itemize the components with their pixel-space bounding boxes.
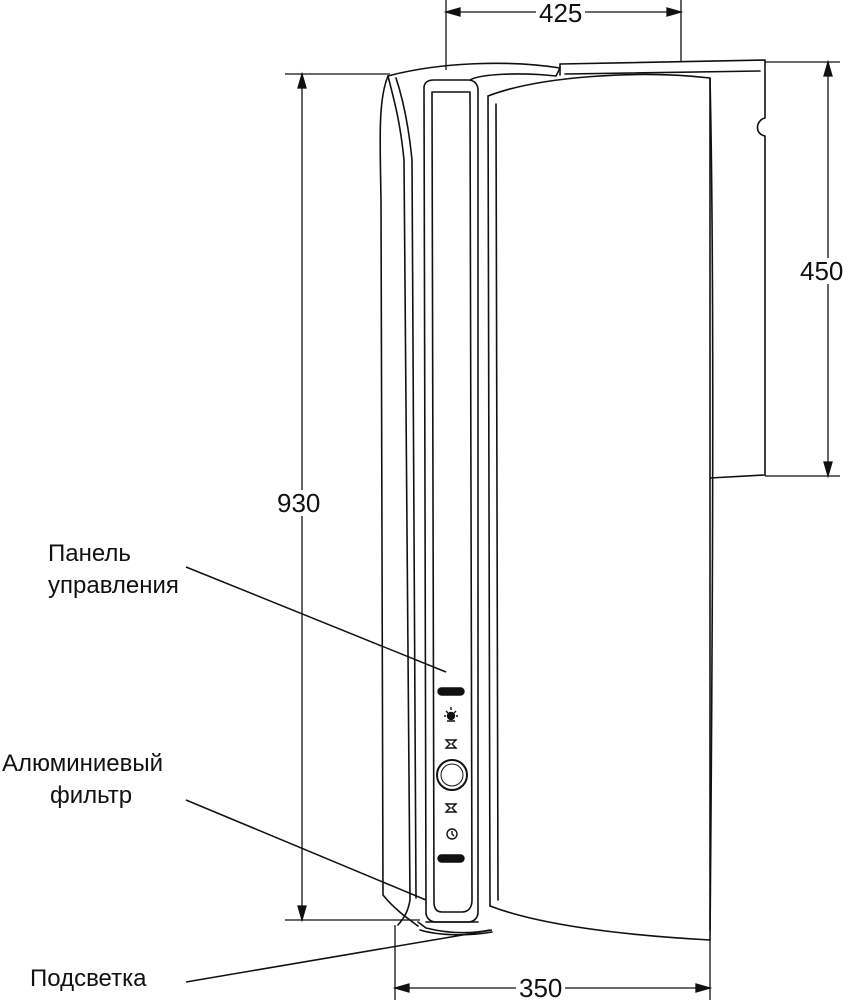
lighting-label: Подсветка: [30, 965, 147, 992]
light-icon: [444, 707, 458, 722]
dim-label-930: 930: [274, 490, 324, 516]
aluminum-filter-label-line2: фильтр: [50, 782, 133, 809]
timer-icon: [446, 828, 458, 840]
wall-bracket: [559, 59, 766, 479]
control-icons: [436, 687, 468, 863]
dim-label-425: 425: [536, 0, 586, 26]
control-panel-label-line1: Панель: [48, 540, 131, 567]
leader-lighting: [185, 929, 493, 983]
fan-icon: [444, 739, 458, 749]
leader-filter: [185, 799, 427, 901]
fan-icon: [444, 803, 458, 813]
aluminum-filter-label-line1: Алюминиевый: [2, 750, 164, 777]
left-side-panel: [379, 75, 419, 927]
dim-label-450: 450: [797, 258, 847, 284]
front-panel: [487, 73, 714, 941]
lighting-bar: [417, 921, 491, 934]
control-panel-label: Панель управления: [48, 538, 179, 602]
leader-control-panel: [185, 566, 447, 673]
top-cap: [387, 62, 561, 81]
control-panel-label-line2: управления: [48, 572, 179, 599]
dim-label-350: 350: [516, 975, 566, 1001]
power-button-icon: [436, 759, 468, 791]
aluminum-filter-label: Алюминиевый фильтр: [2, 748, 163, 812]
control-strip: [423, 79, 479, 923]
